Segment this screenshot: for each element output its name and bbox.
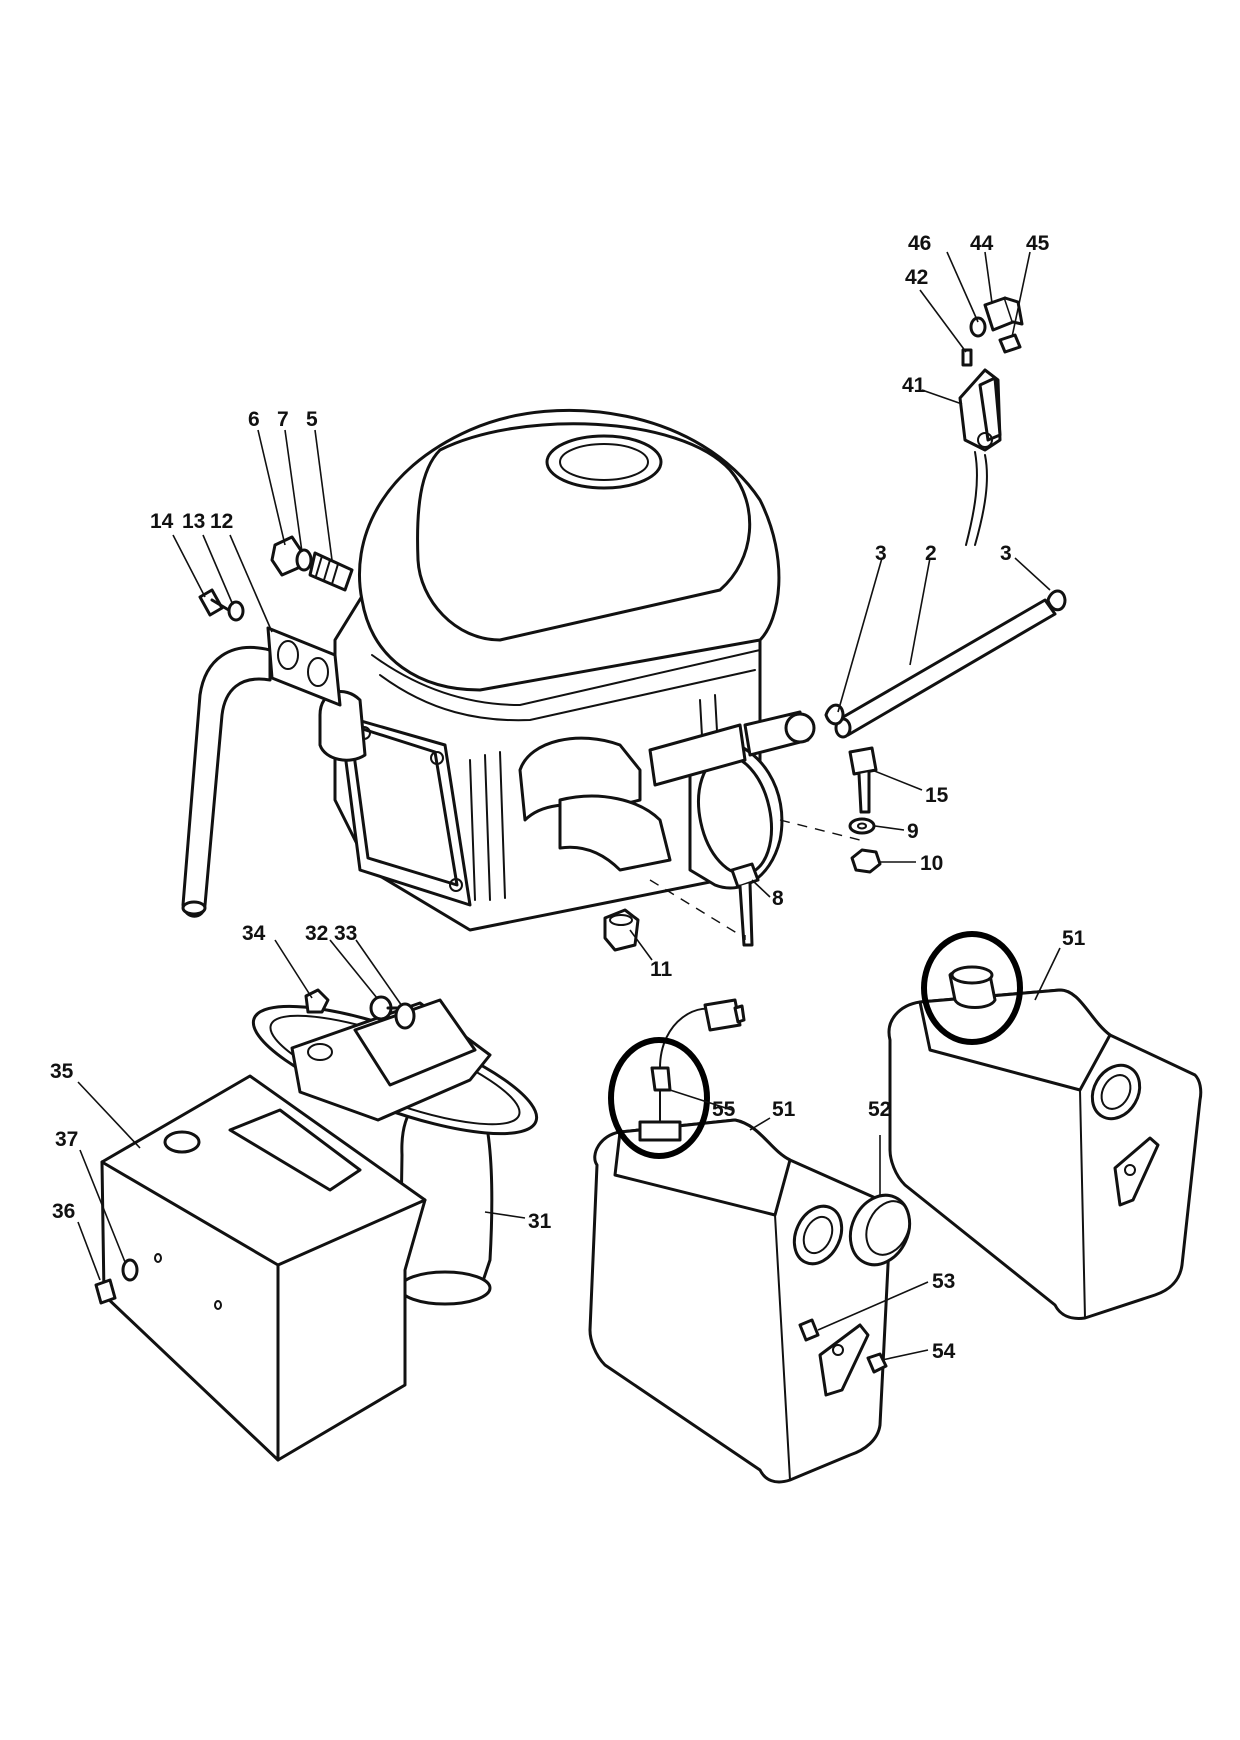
engine (318, 408, 816, 932)
callout-45: 45 (1026, 232, 1050, 255)
callout-5: 5 (306, 408, 318, 431)
bolt-14 (198, 588, 234, 617)
callout-9: 9 (907, 820, 919, 843)
callout-13: 13 (182, 510, 205, 533)
callout-36: 36 (52, 1200, 75, 1223)
cover-35 (100, 1074, 427, 1462)
callout-7: 7 (277, 408, 289, 431)
bolt-15 (848, 746, 878, 814)
washer-33 (394, 1002, 416, 1030)
bolt-8 (730, 862, 760, 947)
callout-34: 34 (242, 922, 266, 945)
fuel-gauge-sender-55 (638, 998, 746, 1142)
highlight-circle-cap (921, 931, 1023, 1045)
nut-34 (304, 988, 330, 1014)
callout-52: 52 (868, 1098, 891, 1121)
highlight-circle-sender (608, 1037, 710, 1159)
screw-45 (998, 333, 1022, 354)
callout-33: 33 (334, 922, 357, 945)
screw-42 (961, 348, 973, 367)
callout-37: 37 (55, 1128, 78, 1151)
callout-53: 53 (932, 1270, 955, 1293)
nut-46 (969, 316, 987, 338)
washer-37 (121, 1258, 139, 1282)
callout-54: 54 (932, 1340, 956, 1363)
washer-9 (848, 817, 876, 835)
hose-clip-3b (1046, 589, 1067, 612)
throttle-control-41 (958, 368, 1002, 546)
callout-6: 6 (248, 408, 260, 431)
leader-lines (77, 251, 1061, 1361)
washer-7 (295, 548, 313, 572)
fuel-hose-2 (834, 598, 1057, 739)
mounting-plate (251, 998, 539, 1136)
callout-3-right: 3 (1000, 542, 1012, 565)
callout-32: 32 (305, 922, 328, 945)
fuel-tank-51-front (588, 1118, 893, 1484)
callout-2: 2 (925, 542, 937, 565)
nut-54 (866, 1352, 888, 1374)
fuel-cap-52 (848, 1193, 912, 1267)
callout-12: 12 (210, 510, 233, 533)
callout-15: 15 (925, 784, 949, 807)
knob-44 (983, 296, 1024, 332)
callout-44: 44 (970, 232, 994, 255)
callout-51-front: 51 (772, 1098, 796, 1121)
washer-13 (227, 600, 245, 622)
stud-5 (308, 551, 354, 592)
callout-11: 11 (650, 958, 673, 981)
bolt-32 (369, 995, 400, 1021)
callout-8: 8 (772, 887, 784, 910)
callout-46: 46 (908, 232, 931, 255)
hose-clip-3a (824, 703, 845, 726)
bolt-53 (798, 1318, 820, 1342)
exhaust-pipe (181, 645, 272, 918)
callout-14: 14 (150, 510, 174, 533)
fuel-tank-51-rear (887, 965, 1203, 1320)
nut-10 (850, 848, 882, 874)
callout-10: 10 (920, 852, 943, 875)
callout-3-left: 3 (875, 542, 887, 565)
callout-35: 35 (50, 1060, 74, 1083)
bolt-36 (94, 1278, 117, 1305)
callout-42: 42 (905, 266, 928, 289)
callout-31: 31 (528, 1210, 552, 1233)
callout-labels: 46 44 45 42 41 6 7 5 14 13 12 3 2 3 15 9… (50, 232, 1086, 1363)
exhaust-gasket (266, 626, 342, 707)
callout-55: 55 (712, 1098, 736, 1121)
callout-41: 41 (902, 374, 926, 397)
callout-51-rear: 51 (1062, 927, 1086, 950)
fitting-11 (603, 908, 640, 952)
